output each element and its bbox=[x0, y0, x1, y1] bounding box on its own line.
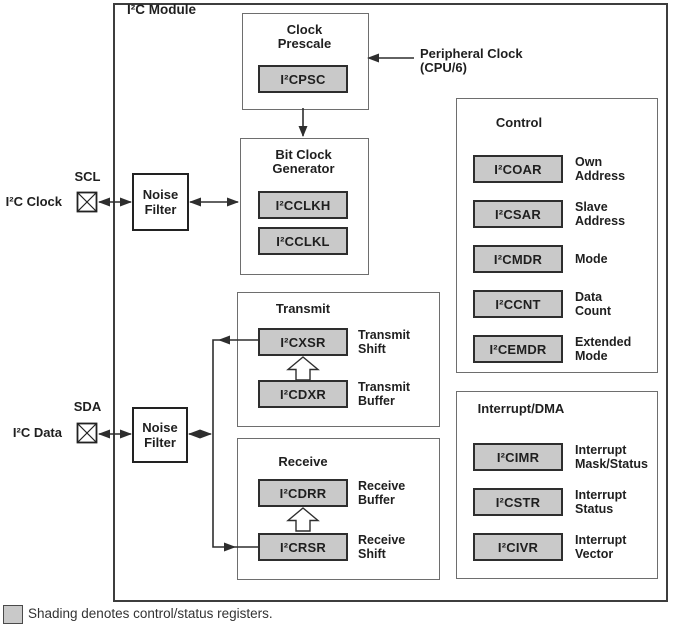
register-i2cimr: I²CIMR bbox=[473, 443, 563, 471]
sda-pin-label: SDA bbox=[73, 399, 102, 414]
register-i2cdxr: I²CDXR bbox=[258, 380, 348, 408]
register-i2cclkh: I²CCLKH bbox=[258, 191, 348, 219]
desc-line2: Address bbox=[575, 169, 626, 183]
sda-noise-filter: Noise Filter bbox=[132, 407, 188, 463]
i2c-data-signal-label: I²C Data bbox=[12, 425, 62, 440]
desc-line1: Transmit bbox=[358, 328, 411, 342]
register-desc-own-address: Own Address bbox=[575, 155, 673, 183]
pin-cross-line bbox=[77, 423, 97, 443]
control-title: Control bbox=[495, 115, 543, 130]
register-desc-transmit-buffer: Transmit Buffer bbox=[358, 380, 468, 408]
desc-line2: Buffer bbox=[358, 493, 395, 507]
register-desc-interrupt-vector: Interrupt Vector bbox=[575, 533, 673, 561]
clock-prescale-title-line2: Prescale bbox=[277, 36, 332, 51]
desc-line2: Count bbox=[575, 304, 612, 318]
legend-text: Shading denotes control/status registers… bbox=[28, 606, 273, 621]
desc-line2: Vector bbox=[575, 547, 614, 561]
legend-shading-swatch bbox=[3, 605, 23, 624]
desc-line1: Interrupt bbox=[575, 443, 627, 457]
interrupt-dma-title: Interrupt/DMA bbox=[477, 401, 565, 416]
register-desc-interrupt-status: Interrupt Status bbox=[575, 488, 673, 516]
register-i2cclkl: I²CCLKL bbox=[258, 227, 348, 255]
desc-line1: Extended bbox=[575, 335, 632, 349]
register-i2cstr: I²CSTR bbox=[473, 488, 563, 516]
desc-line1: Receive bbox=[358, 533, 406, 547]
clock-prescale-box bbox=[242, 13, 369, 110]
desc-line1: Mode bbox=[575, 252, 608, 266]
desc-line2: Address bbox=[575, 214, 626, 228]
desc-line1: Interrupt bbox=[575, 488, 627, 502]
desc-line2: Shift bbox=[358, 342, 386, 356]
desc-line1: Receive bbox=[358, 479, 406, 493]
register-i2ccnt: I²CCNT bbox=[473, 290, 563, 318]
peripheral-clock-label-line1: Peripheral Clock bbox=[420, 46, 523, 61]
clock-prescale-title: Clock Prescale bbox=[242, 23, 367, 51]
register-i2cpsc: I²CPSC bbox=[258, 65, 348, 93]
register-desc-data-count: Data Count bbox=[575, 290, 673, 318]
register-i2cmdr: I²CMDR bbox=[473, 245, 563, 273]
register-i2csar: I²CSAR bbox=[473, 200, 563, 228]
desc-line1: Slave bbox=[575, 200, 608, 214]
register-i2cemdr: I²CEMDR bbox=[473, 335, 563, 363]
register-desc-interrupt-mask-status: Interrupt Mask/Status bbox=[575, 443, 673, 471]
desc-line1: Transmit bbox=[358, 380, 411, 394]
register-desc-mode: Mode bbox=[575, 245, 673, 273]
register-i2cdrr: I²CDRR bbox=[258, 479, 348, 507]
desc-line2: Buffer bbox=[358, 394, 395, 408]
register-desc-receive-buffer: Receive Buffer bbox=[358, 479, 468, 507]
pin-cross-line bbox=[77, 192, 97, 212]
control-box bbox=[456, 98, 658, 373]
noise-filter-line1: Noise bbox=[142, 420, 178, 435]
register-i2coar: I²COAR bbox=[473, 155, 563, 183]
noise-filter-line2: Filter bbox=[144, 435, 176, 450]
register-i2civr: I²CIVR bbox=[473, 533, 563, 561]
desc-line1: Interrupt bbox=[575, 533, 627, 547]
arrowhead-left-icon bbox=[98, 197, 110, 207]
register-i2cxsr: I²CXSR bbox=[258, 328, 348, 356]
register-desc-extended-mode: Extended Mode bbox=[575, 335, 673, 363]
scl-pin-label: SCL bbox=[74, 169, 101, 184]
bit-clock-generator-title-line1: Bit Clock bbox=[275, 147, 332, 162]
desc-line2: Shift bbox=[358, 547, 386, 561]
bit-clock-generator-title-line2: Generator bbox=[272, 161, 335, 176]
noise-filter-line1: Noise bbox=[142, 187, 179, 202]
arrowhead-left-icon bbox=[98, 429, 110, 439]
desc-line1: Data bbox=[575, 290, 603, 304]
scl-noise-filter: Noise Filter bbox=[132, 173, 189, 231]
desc-line2: Status bbox=[575, 502, 614, 516]
sda-pin-icon bbox=[76, 422, 98, 444]
peripheral-clock-label-line2: (CPU/6) bbox=[420, 60, 467, 75]
register-desc-receive-shift: Receive Shift bbox=[358, 533, 468, 561]
scl-pin-icon bbox=[76, 191, 98, 213]
desc-line2: Mask/Status bbox=[575, 457, 648, 471]
desc-line2: Mode bbox=[575, 349, 608, 363]
receive-title: Receive bbox=[278, 454, 328, 469]
register-desc-slave-address: Slave Address bbox=[575, 200, 673, 228]
i2c-clock-signal-label: I²C Clock bbox=[5, 194, 62, 209]
transmit-title: Transmit bbox=[275, 301, 331, 316]
peripheral-clock-label: Peripheral Clock (CPU/6) bbox=[420, 47, 523, 75]
desc-line1: Own bbox=[575, 155, 603, 169]
register-desc-transmit-shift: Transmit Shift bbox=[358, 328, 468, 356]
bit-clock-generator-title: Bit Clock Generator bbox=[240, 148, 367, 176]
module-title: I²C Module bbox=[127, 2, 196, 17]
register-i2crsr: I²CRSR bbox=[258, 533, 348, 561]
clock-prescale-title-line1: Clock bbox=[286, 22, 323, 37]
noise-filter-line2: Filter bbox=[144, 202, 177, 217]
